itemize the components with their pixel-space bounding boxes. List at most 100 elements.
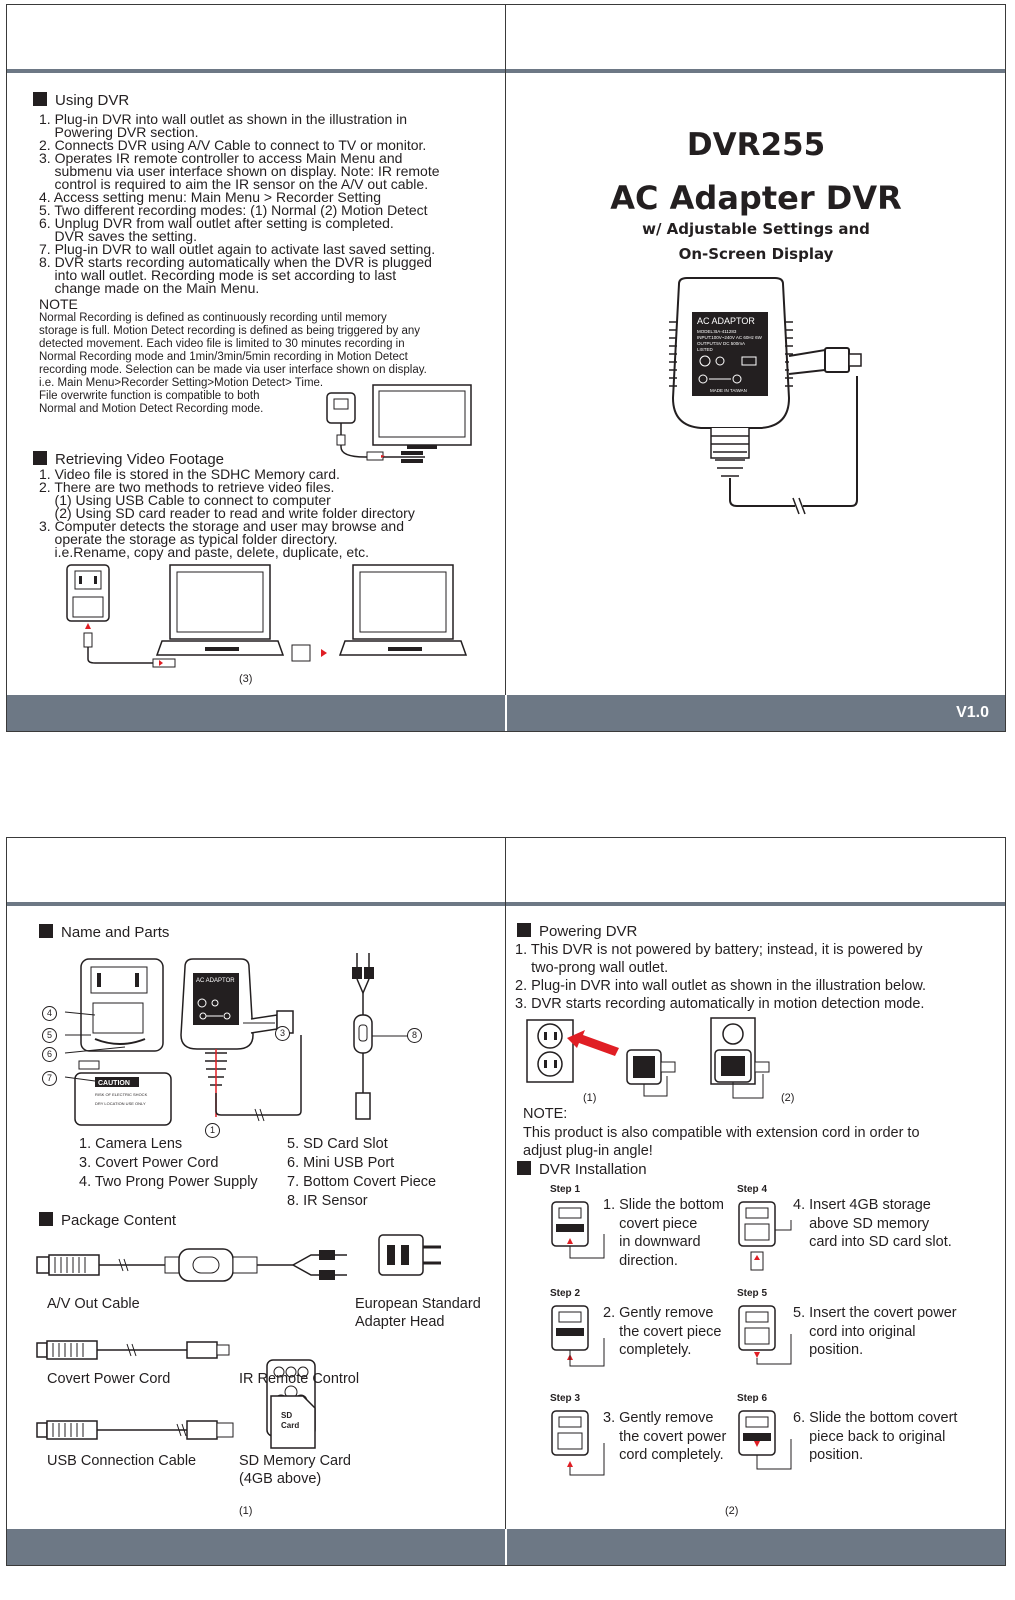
sd-card-label-2: (4GB above) [239, 1471, 322, 1487]
powering-list: 1. This DVR is not powered by battery; i… [515, 941, 926, 1013]
step-3-text: 3. Gently remove the covert power cord c… [603, 1409, 726, 1465]
power-cord-label: Covert Power Cord [47, 1371, 171, 1387]
list-line: 2. Connects DVR using A/V Cable to conne… [39, 137, 427, 153]
step-line: 6. Slide the bottom covert [793, 1410, 958, 1426]
bottom-header-band [7, 838, 1005, 906]
list-line: 3. DVR starts recording automatically in… [515, 996, 925, 1012]
step-line: in downward [603, 1234, 701, 1250]
step-2-label: Step 2 [550, 1288, 581, 1299]
top-sheet: V1.0 Using DVR 1. Plug-in DVR into wall … [6, 4, 1006, 732]
using-dvr-list: 1. Plug-in DVR into wall outlet as shown… [39, 111, 440, 295]
step-6-illustration [738, 1410, 792, 1470]
step-4-illustration [738, 1201, 792, 1271]
top-footer-band: V1.0 [7, 695, 1005, 731]
step-line: above SD memory [793, 1215, 930, 1232]
svg-text:CAUTION: CAUTION [98, 1080, 130, 1087]
usb-transfer-illustration [66, 564, 468, 668]
note-line: detected movement. Each video file is li… [39, 338, 405, 350]
parts-item: 3. Covert Power Cord [79, 1155, 219, 1171]
step-line: the covert power [603, 1428, 727, 1445]
step-line: cord into original [793, 1323, 916, 1340]
product-subtitle-1: w/ Adjustable Settings and [642, 220, 870, 238]
step-line: 4. Insert 4GB storage [793, 1197, 931, 1213]
remote-label: IR Remote Control [239, 1371, 360, 1387]
note-line: File overwrite function is compatible to… [39, 390, 260, 402]
parts-illustration: CAUTION RISK OF ELECTRIC SHOCK DRY LOCAT… [64, 953, 415, 1126]
svg-text:AC ADAPTOR: AC ADAPTOR [697, 316, 755, 326]
list-line: 4. Access setting menu: Main Menu > Reco… [39, 189, 382, 205]
svg-text:AC ADAPTOR: AC ADAPTOR [196, 978, 235, 984]
callout-7: 7 [42, 1071, 57, 1086]
list-line: 1. Video file is stored in the SDHC Memo… [39, 466, 340, 482]
note-line: recording mode. Selection can be made vi… [39, 364, 427, 376]
page-number: (1) [239, 1505, 253, 1517]
power-cord-illustration [36, 1340, 230, 1360]
step-1-illustration [551, 1201, 605, 1259]
usb-cable-illustration [36, 1420, 234, 1440]
list-line: 3. Computer detects the storage and user… [39, 518, 404, 534]
note-line: Normal and Motion Detect Recording mode. [39, 403, 264, 415]
svg-text:SD: SD [281, 1411, 292, 1420]
list-line: into wall outlet. Recording mode is set … [39, 267, 397, 283]
svg-text:DRY LOCATION USE ONLY: DRY LOCATION USE ONLY [95, 1101, 146, 1106]
step-line: direction. [603, 1252, 678, 1269]
parts-item: 4. Two Prong Power Supply [79, 1174, 258, 1190]
step-5-illustration [738, 1305, 792, 1365]
fig-1-label: (1) [583, 1092, 597, 1104]
powering-note-text: This product is also compatible with ext… [523, 1124, 920, 1160]
step-3-label: Step 3 [550, 1393, 581, 1404]
list-line: 2. Plug-in DVR into wall outlet as shown… [515, 978, 927, 994]
step-line: 5. Insert the covert power [793, 1305, 957, 1321]
note-line: adjust plug-in angle! [523, 1143, 653, 1159]
svg-text:MADE IN TAIWAN: MADE IN TAIWAN [710, 388, 747, 393]
step-line: 3. Gently remove [603, 1410, 714, 1426]
av-cable-illustration [36, 1248, 347, 1282]
svg-text:INPUT:100V~240V AC 60Hz 6W: INPUT:100V~240V AC 60Hz 6W [697, 335, 763, 340]
list-line: operate the storage as typical folder di… [39, 531, 338, 547]
page-number: (3) [239, 673, 253, 685]
step-line: piece back to original [793, 1428, 946, 1445]
list-line: 8. DVR starts recording automatically wh… [39, 254, 432, 270]
step-line: completely. [603, 1342, 692, 1358]
step-1-text: 1. Slide the bottom covert piece in down… [603, 1196, 724, 1270]
svg-text:Card: Card [281, 1421, 299, 1430]
parts-item: 5. SD Card Slot [287, 1136, 388, 1152]
page-divider [505, 838, 506, 1565]
step-line: cord completely. [603, 1447, 724, 1463]
step-3-illustration [551, 1410, 605, 1476]
list-line: 1. This DVR is not powered by battery; i… [515, 942, 923, 958]
step-line: position. [793, 1342, 864, 1358]
parts-item: 1. Camera Lens [79, 1136, 183, 1152]
version-label: V1.0 [956, 704, 989, 721]
step-line: 2. Gently remove [603, 1305, 714, 1321]
bottom-footer-band [7, 1529, 1005, 1565]
retrieving-heading: Retrieving Video Footage [33, 451, 224, 468]
step-2-text: 2. Gently remove the covert piece comple… [603, 1304, 721, 1360]
powering-note-title: NOTE: [523, 1106, 568, 1122]
step-line: position. [793, 1447, 864, 1463]
svg-text:RISK OF ELECTRIC SHOCK: RISK OF ELECTRIC SHOCK [95, 1092, 148, 1097]
note-line: storage is full. Motion Detect recording… [39, 325, 420, 337]
callout-3: 3 [275, 1026, 290, 1041]
dvr-to-tv-illustration [326, 384, 472, 463]
fig-2-label: (2) [781, 1092, 795, 1104]
list-line: 1. Plug-in DVR into wall outlet as shown… [39, 111, 408, 127]
list-line: submenu via user interface shown on disp… [39, 163, 440, 179]
product-subtitle-2: On-Screen Display [678, 245, 834, 263]
page-number: (2) [725, 1505, 739, 1517]
note-line: This product is also compatible with ext… [523, 1125, 920, 1141]
usb-cable-label: USB Connection Cable [47, 1453, 197, 1469]
page-divider [505, 5, 506, 731]
top-header-band [7, 5, 1005, 73]
adapter-head-label-2: Adapter Head [355, 1314, 445, 1330]
callout-4: 4 [42, 1006, 57, 1021]
step-line: 1. Slide the bottom [603, 1197, 724, 1213]
step-line: the covert piece [603, 1323, 722, 1340]
retrieving-list: 1. Video file is stored in the SDHC Memo… [39, 466, 415, 559]
parts-item: 7. Bottom Covert Piece [287, 1174, 437, 1190]
note-title: NOTE [39, 296, 78, 312]
product-title: AC Adapter DVR [610, 179, 902, 217]
list-line: 5. Two different recording modes: (1) No… [39, 202, 428, 218]
powering-heading: Powering DVR [517, 923, 637, 940]
